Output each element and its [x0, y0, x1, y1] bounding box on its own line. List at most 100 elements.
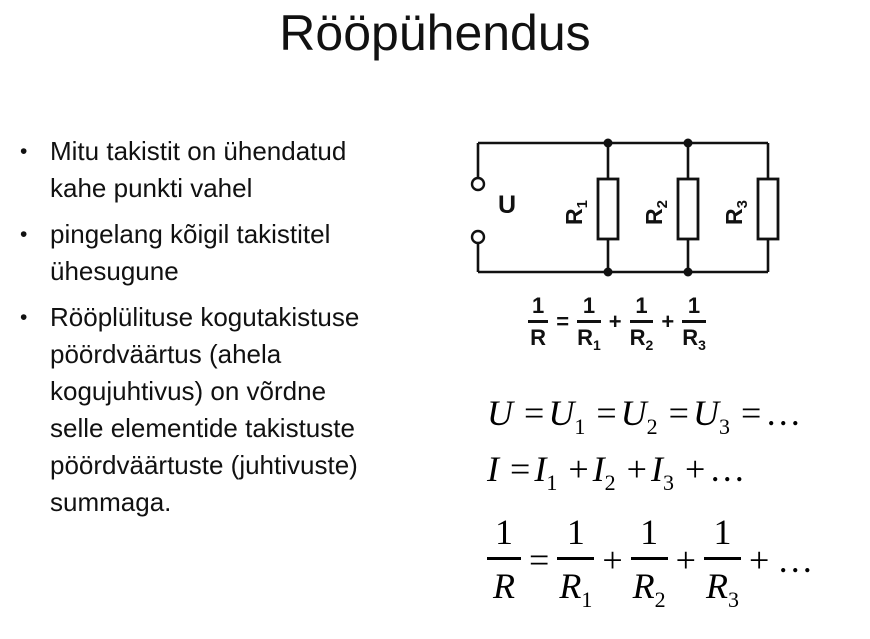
fraction-bar: [682, 320, 706, 323]
fraction-numerator: 1: [635, 293, 648, 318]
eq-term: I2: [592, 448, 616, 494]
junction-dot: [603, 138, 613, 148]
den-base: R: [493, 565, 515, 606]
ellipsis: …: [777, 539, 816, 580]
eq-term: U1: [548, 392, 585, 438]
resistor-2-sub: 2: [653, 200, 671, 209]
term-sub: 3: [662, 470, 674, 495]
resistor-2-label: R2: [640, 200, 671, 225]
equation-resistance-reciprocal: 1 R = 1 R1 + 1 R2 + 1 R3 + …: [487, 512, 816, 611]
plus-sign: +: [626, 449, 647, 489]
den-sub: 1: [593, 337, 601, 353]
eq-lhs: U: [487, 393, 513, 433]
plus-sign: +: [684, 449, 706, 489]
term-base: U: [548, 393, 575, 433]
junction-dot: [683, 138, 693, 148]
den-base: R: [530, 325, 547, 350]
eq-lhs: I: [487, 449, 499, 489]
junction-dot: [683, 267, 693, 277]
fraction-bar: [629, 320, 654, 323]
equals-sign: =: [740, 393, 762, 433]
fraction-numerator: 1: [640, 512, 659, 552]
equals-sign: =: [524, 393, 545, 433]
plus-sign: +: [602, 539, 623, 580]
circuit-diagram: [470, 138, 780, 277]
voltage-label: U: [498, 191, 517, 219]
eq-term: I1: [534, 448, 557, 494]
term-base: U: [620, 393, 647, 433]
den-sub: 3: [727, 586, 739, 612]
equation-current: I = I1 + I2 + I3 + …: [487, 448, 815, 496]
eq-term: U2: [620, 392, 658, 438]
term-sub: 3: [718, 414, 730, 439]
fraction-denominator: R: [491, 560, 517, 606]
slide-title: Rööpühendus: [279, 5, 591, 61]
fraction-1-over-R2: 1 R2: [629, 293, 654, 352]
resistor-1-body: [596, 177, 620, 241]
fraction-denominator: R3: [682, 323, 706, 353]
plus-sign: +: [608, 309, 622, 334]
term-base: I: [592, 449, 605, 489]
bullet-marker: •: [20, 223, 28, 246]
den-sub: 2: [654, 586, 666, 612]
circuit-formula: 1 R = 1 R1 + 1 R2 + 1 R3: [528, 293, 706, 353]
fraction-numerator: 1: [687, 293, 701, 318]
den-sub: 2: [645, 337, 654, 353]
resistor-2-base: R: [640, 208, 667, 225]
den-sub: 3: [698, 337, 706, 353]
term-sub: 1: [546, 470, 558, 495]
bullet-item: • Rööplülituse kogutakistuse pöördväärtu…: [20, 299, 448, 521]
junction-dot: [603, 267, 613, 277]
plus-sign: +: [661, 309, 675, 334]
ellipsis: …: [765, 393, 804, 433]
equation-block: U = U1 = U2 = U3 = … I = I1 + I2 + I3 + …: [487, 392, 816, 611]
eq-term: U3: [693, 392, 730, 438]
resistor-3-body: [756, 177, 780, 241]
fraction-denominator: R: [530, 323, 546, 349]
den-sub: 1: [581, 586, 593, 612]
fraction-numerator: 1: [713, 512, 732, 552]
bullet-marker: •: [20, 306, 28, 329]
den-base: R: [559, 565, 582, 606]
fraction-1-over-R1: 1 R1: [577, 295, 601, 353]
resistor-3-label: R3: [720, 200, 751, 225]
fraction-1-over-R3: 1 R3: [703, 512, 741, 610]
resistor-2-body: [676, 177, 700, 241]
fraction-denominator: R1: [577, 323, 601, 353]
ellipsis: …: [709, 449, 748, 489]
den-base: R: [682, 325, 699, 350]
bullet-text: Mitu takistit on ühendatud kahe punkti v…: [50, 136, 347, 203]
fraction-bar: [577, 320, 601, 323]
fraction-1-over-R1: 1 R1: [557, 512, 595, 610]
terminal-top-icon: [470, 176, 486, 192]
equals-sign: =: [510, 449, 531, 489]
fraction-1-over-R: 1 R: [528, 293, 549, 349]
bullet-list: • Mitu takistit on ühendatud kahe punkti…: [20, 133, 448, 530]
fraction-denominator: R2: [631, 560, 668, 611]
terminal-bottom-icon: [470, 229, 486, 245]
equals-sign: =: [529, 539, 550, 580]
resistor-1-base: R: [560, 208, 587, 225]
equals-sign: =: [556, 309, 570, 334]
bullet-marker: •: [20, 140, 28, 163]
equation-voltage: U = U1 = U2 = U3 = …: [487, 392, 815, 440]
plus-sign: +: [568, 449, 589, 489]
bullet-text: Rööplülituse kogutakistuse pöördväärtus …: [50, 302, 360, 517]
fraction-numerator: 1: [532, 293, 545, 318]
fraction-numerator: 1: [495, 512, 513, 552]
fraction-bar: [557, 557, 595, 560]
eq-term: I3: [650, 448, 674, 494]
bullet-item: • Mitu takistit on ühendatud kahe punkti…: [20, 133, 448, 207]
plus-sign: +: [748, 539, 770, 580]
resistor-3-base: R: [720, 208, 747, 225]
equals-sign: =: [596, 393, 617, 433]
resistor-1-label: R1: [560, 200, 591, 225]
term-sub: 2: [646, 414, 658, 439]
resistor-3-sub: 3: [733, 200, 751, 209]
term-base: I: [650, 449, 663, 489]
fraction-1-over-R2: 1 R2: [630, 512, 668, 611]
fraction-bar: [703, 557, 741, 560]
den-base: R: [577, 325, 593, 350]
fraction-numerator: 1: [566, 512, 585, 552]
